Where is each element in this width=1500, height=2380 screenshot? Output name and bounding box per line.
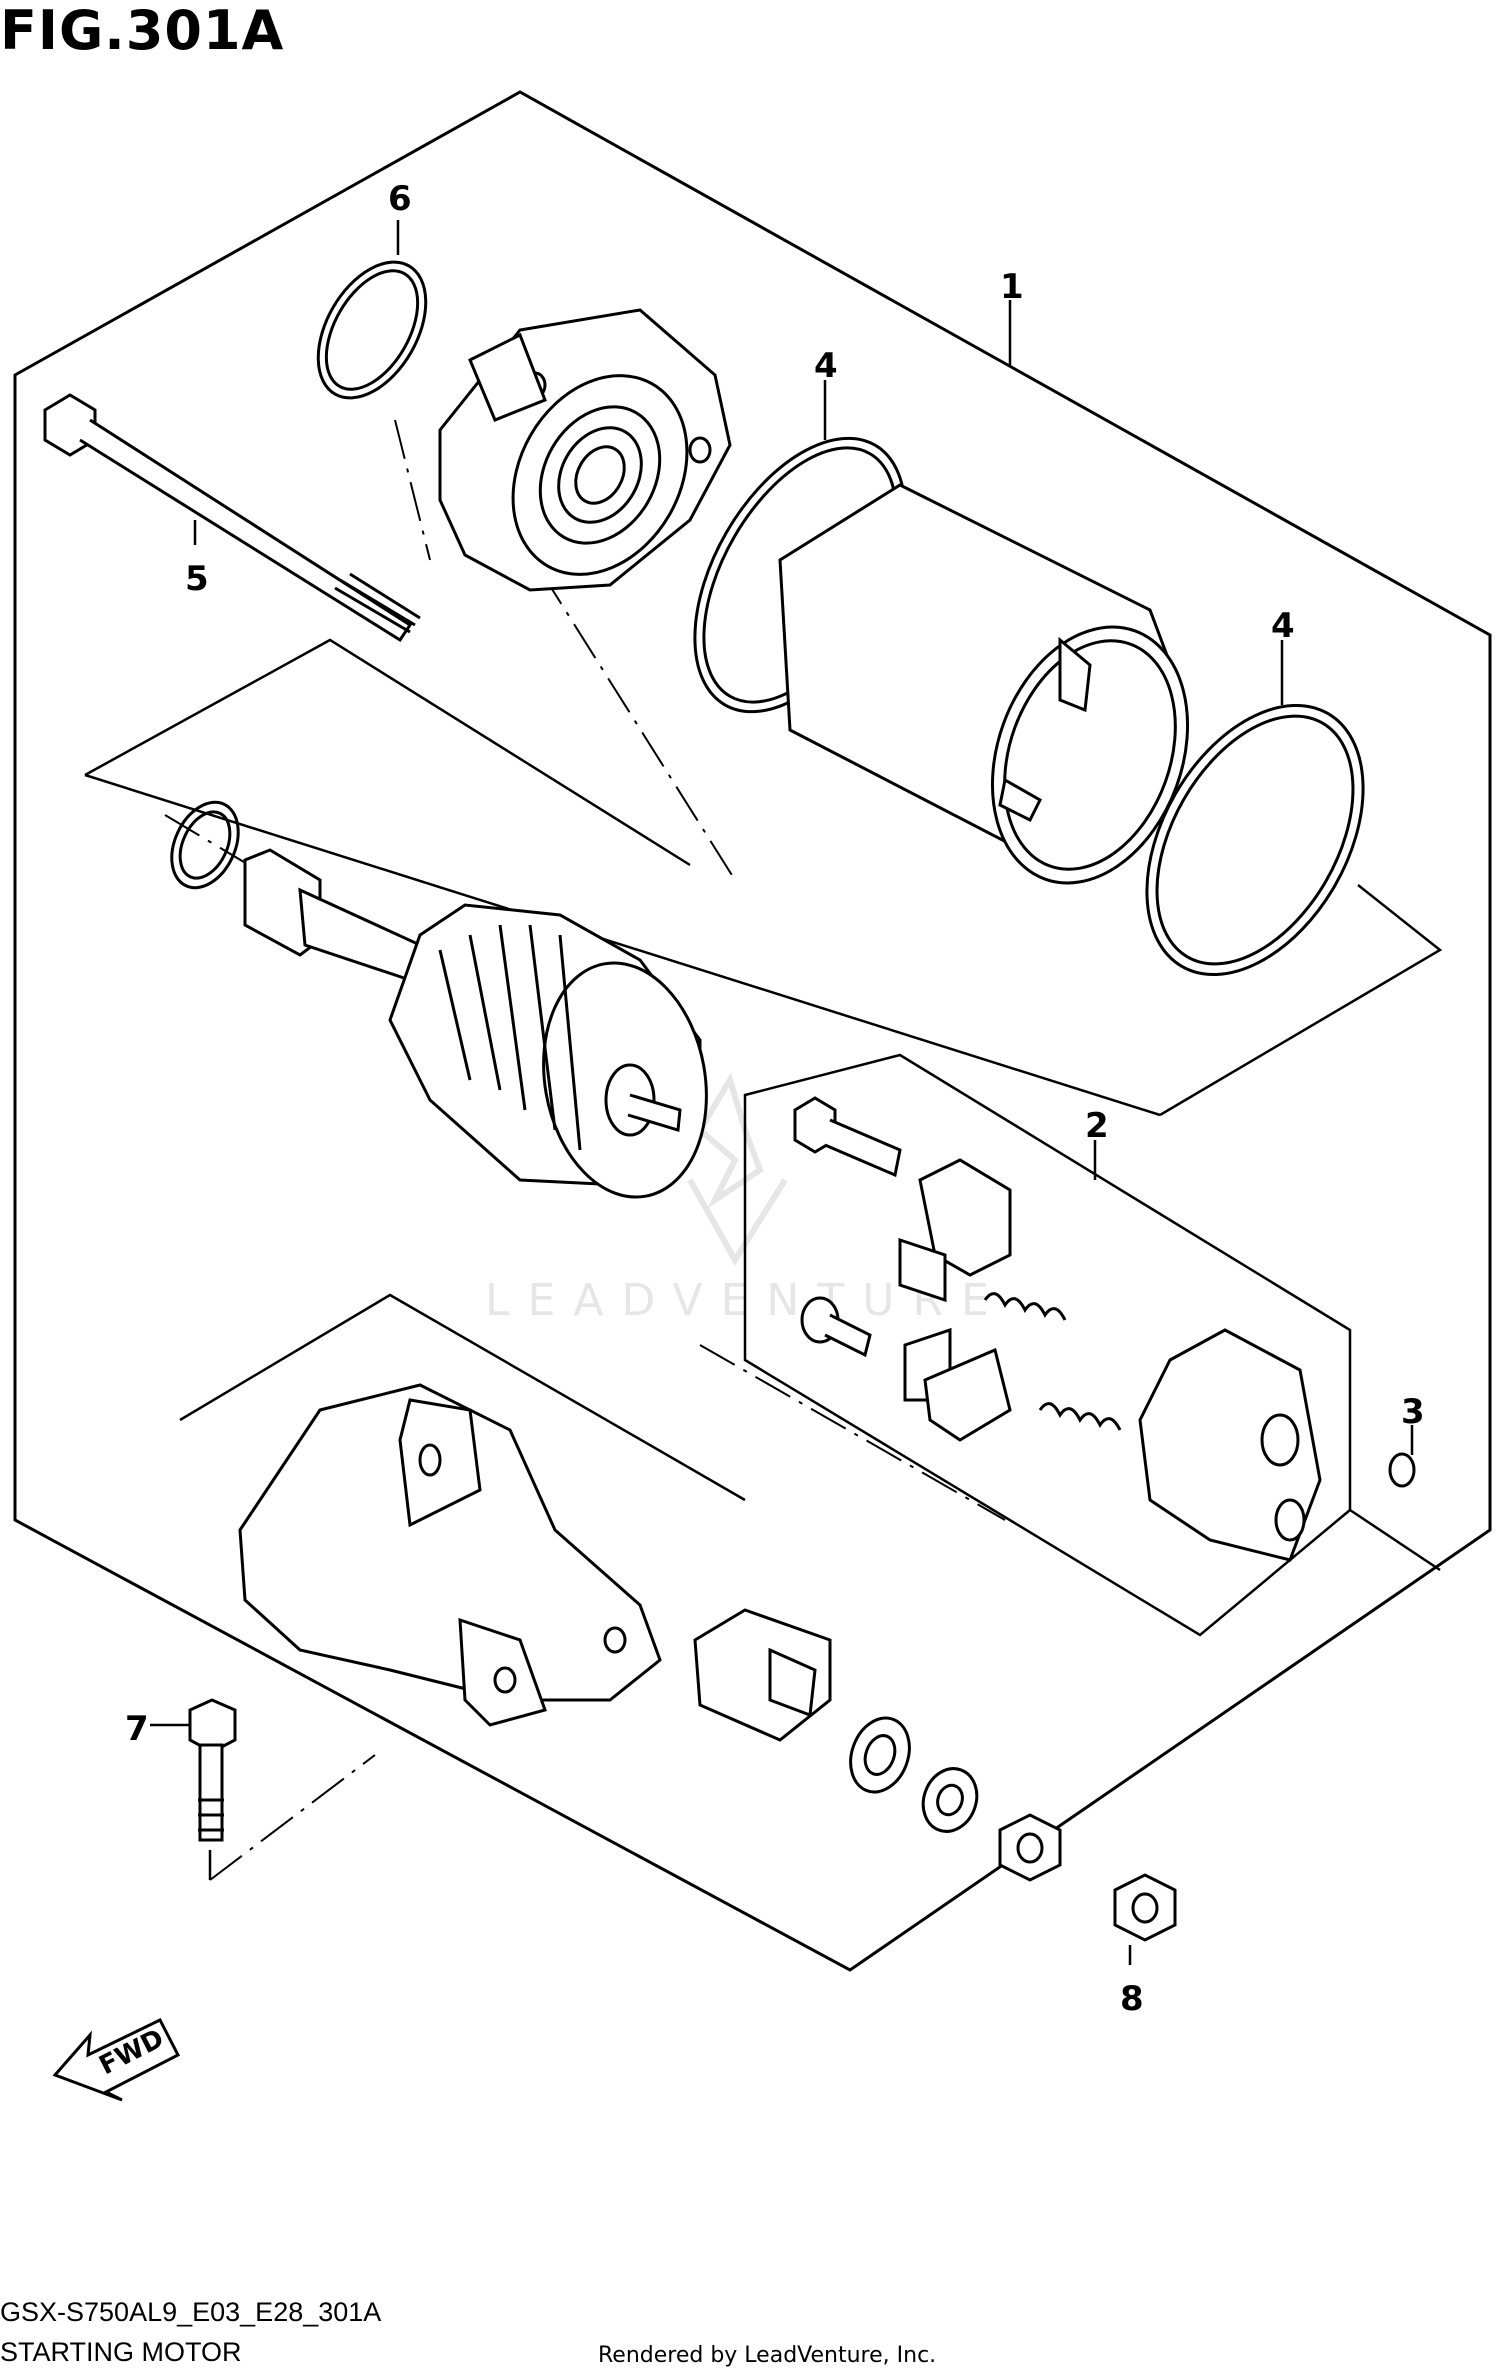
bushing xyxy=(693,1608,832,1742)
nut-8 xyxy=(1113,1873,1177,1942)
circlip xyxy=(170,800,240,890)
callout-8: 8 xyxy=(1120,1979,1144,2019)
callout-1: 1 xyxy=(1000,267,1024,307)
washers-and-nut xyxy=(849,1716,1062,1882)
callout-4-left: 4 xyxy=(814,346,838,386)
layer-planes xyxy=(84,638,1443,1572)
brush-springs xyxy=(983,1292,1122,1431)
callout-7: 7 xyxy=(125,1709,149,1749)
callout-4-right: 4 xyxy=(1271,606,1295,646)
render-credit: Rendered by LeadVenture, Inc. xyxy=(598,2343,937,2368)
model-code: GSX-S750AL9_E03_E28_301A xyxy=(0,2297,382,2327)
small-screw xyxy=(800,1296,872,1358)
armature xyxy=(243,848,708,1199)
assembly-frame xyxy=(13,90,1492,1972)
brush-screw xyxy=(793,1096,902,1178)
fwd-arrow-icon: FWD xyxy=(52,2018,181,2102)
callout-5: 5 xyxy=(185,559,209,599)
rear-housing xyxy=(238,1383,662,1727)
front-housing xyxy=(438,308,732,592)
figure-title: FIG.301A xyxy=(0,0,285,62)
callout-6: 6 xyxy=(388,179,412,219)
brush-holders xyxy=(898,1158,1012,1442)
brush-plate xyxy=(1138,1328,1322,1562)
motor-yoke xyxy=(778,483,1190,885)
washer-3 xyxy=(1388,1452,1416,1488)
o-ring-6 xyxy=(316,260,428,400)
bolt-7 xyxy=(188,1698,237,1842)
through-bolt-5 xyxy=(43,393,421,643)
figure-name: STARTING MOTOR xyxy=(0,2337,242,2367)
callout-2: 2 xyxy=(1085,1106,1109,1146)
leader-lines xyxy=(150,220,1414,1965)
o-ring-4-right xyxy=(1145,703,1365,977)
callout-3: 3 xyxy=(1401,1392,1425,1432)
